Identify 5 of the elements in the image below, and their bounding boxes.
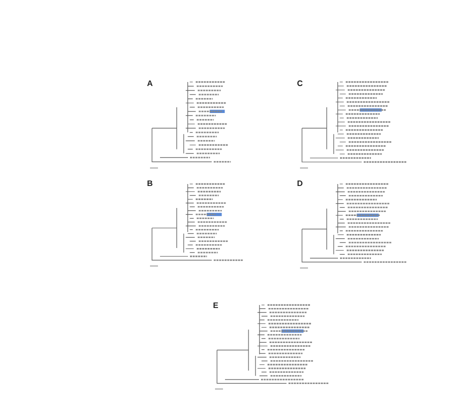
panel-letter: A [147, 79, 153, 88]
panel-letter: E [213, 301, 218, 310]
panel-letter: D [297, 179, 303, 188]
panel-letter: B [147, 179, 153, 188]
panel-letter: C [297, 79, 303, 88]
